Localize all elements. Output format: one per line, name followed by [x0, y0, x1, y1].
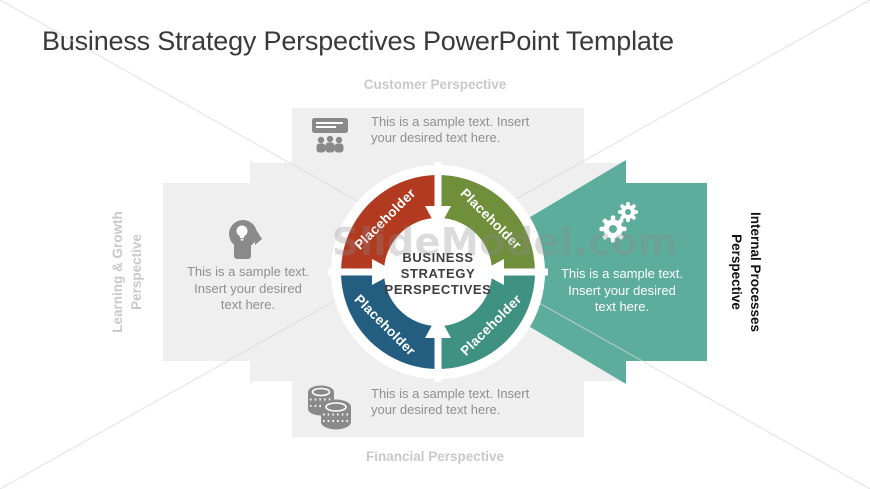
side-label-line: Internal Processes [748, 211, 763, 333]
sample-text-line: Insert your desired [194, 280, 302, 296]
side-label-line: Learning & Growth [110, 211, 125, 333]
financial-perspective-label: Financial Perspective [365, 449, 505, 464]
internal-processes-perspective-label: Internal Processes Perspective [727, 187, 765, 357]
gears-icon [598, 199, 644, 250]
learning-growth-perspective-label: Learning & Growth Perspective [108, 187, 146, 357]
learning-sample-text: This is a sample text. Insert your desir… [166, 264, 330, 314]
sample-text-line: text here. [220, 297, 276, 312]
head-idea-icon [226, 218, 263, 265]
strategy-cycle-diagram: Placeholder Placeholder Placeholder Plac… [328, 162, 548, 382]
customer-perspective-label: Customer Perspective [363, 77, 507, 92]
diagram-center-text-line: PERSPECTIVES [385, 282, 492, 297]
slide-title: Business Strategy Perspectives PowerPoin… [42, 26, 674, 56]
diagram-center-text-line: STRATEGY [401, 266, 476, 281]
sample-text-line: This is a sample text. Insert [371, 114, 530, 129]
sample-text-line: This is a sample text. [186, 264, 310, 279]
diagram-center-text-line: BUSINESS [402, 250, 473, 265]
side-label-line: Perspective [129, 234, 144, 310]
sample-text-line: your desired text here. [371, 402, 501, 417]
side-label-line: Perspective [729, 234, 744, 310]
